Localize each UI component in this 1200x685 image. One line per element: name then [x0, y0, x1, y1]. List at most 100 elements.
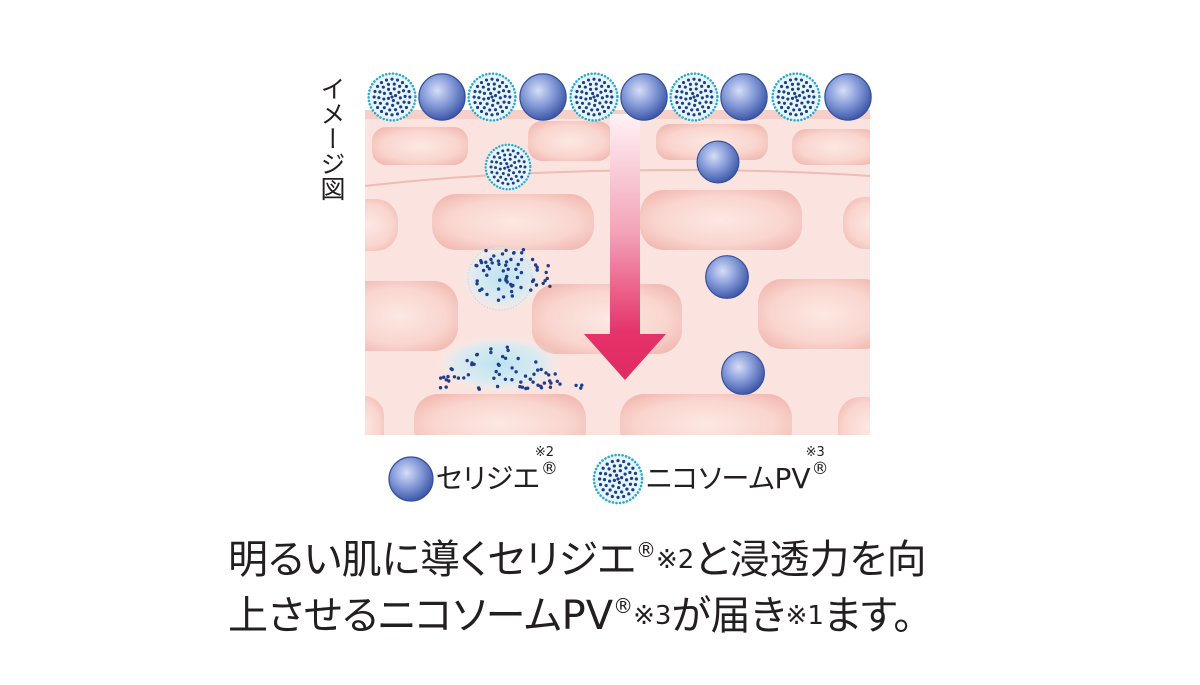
blue-sphere-icon — [388, 456, 434, 502]
released-component-dot — [497, 262, 501, 266]
released-component-dot — [480, 287, 484, 291]
released-component-dot — [544, 371, 548, 375]
skin-cell — [838, 397, 870, 435]
released-component-dot — [535, 268, 539, 272]
released-component-dot — [475, 282, 479, 286]
registered-mark: ® — [635, 538, 656, 562]
released-component-dot — [516, 262, 520, 267]
released-component-dot — [542, 381, 547, 385]
released-component-dot — [442, 375, 446, 379]
caption-text: ます。 — [823, 593, 913, 639]
released-component-dot — [444, 385, 448, 389]
released-component-dot — [501, 295, 506, 299]
released-component-dot — [519, 257, 524, 262]
released-component-dot — [498, 278, 502, 282]
image-label: イメージ図 — [317, 76, 346, 201]
released-component-dot — [579, 386, 583, 390]
released-component-dot — [510, 294, 514, 298]
released-component-dot — [523, 374, 528, 378]
released-component-dot — [531, 380, 535, 384]
released-component-dot — [497, 363, 501, 367]
caption-text: 上させるニコソームPV — [228, 593, 614, 639]
caption-text: と浸透力を向 — [694, 537, 927, 583]
arrow-shaft — [610, 114, 640, 338]
caption: 明るい肌に導くセリジエ®※2と浸透力を向 上させるニコソームPV®※3が届き※1… — [228, 522, 926, 639]
caption-line-1: 明るい肌に導くセリジエ®※2と浸透力を向 — [228, 522, 926, 583]
released-component-dot — [497, 372, 501, 377]
released-component-dot — [474, 263, 478, 268]
nicosome-particle — [668, 71, 720, 123]
legend-mark: ※2 ® — [535, 446, 560, 506]
skin-cell — [620, 394, 792, 435]
skin-cell — [365, 281, 458, 351]
nicosome-particle — [366, 71, 418, 123]
penetration-arrow — [584, 114, 666, 380]
serijie-particle — [620, 73, 668, 121]
released-component-dot — [484, 260, 488, 264]
legend-item-nicosome: ニコソームPV ※3 ® — [591, 446, 831, 506]
released-component-dot — [504, 260, 509, 264]
released-component-dot — [466, 373, 471, 377]
nicosome-particle — [483, 142, 533, 192]
released-component-dot — [553, 372, 557, 376]
released-component-dot — [492, 376, 496, 380]
released-component-dot — [514, 370, 518, 374]
footnote-marker: ※2 — [534, 445, 555, 460]
released-component-dot — [501, 269, 505, 273]
skin-cell — [792, 129, 870, 165]
released-component-dot — [546, 264, 550, 268]
released-component-dot — [514, 267, 518, 271]
released-component-dot — [492, 254, 496, 258]
released-component-dot — [489, 350, 493, 355]
legend-item-serijie: セリジエ ※2 ® — [387, 446, 560, 506]
skin-cell — [640, 190, 802, 250]
nicosome-particle-icon — [591, 452, 645, 506]
released-component-dot — [511, 283, 515, 288]
released-component-dot — [509, 289, 514, 294]
nicosome-particle — [568, 71, 620, 123]
released-component-dot — [516, 356, 520, 361]
released-component-dot — [533, 263, 538, 267]
footnote-marker: ※3 — [633, 601, 672, 631]
registered-mark: ® — [540, 459, 558, 479]
released-component-dot — [438, 386, 443, 390]
released-component-dot — [481, 268, 486, 273]
released-component-dot — [487, 267, 492, 271]
released-component-dot — [529, 288, 533, 292]
released-component-dot — [526, 386, 530, 390]
released-component-dot — [490, 261, 494, 265]
caption-text: 明るい肌に導くセリジエ — [228, 537, 636, 583]
skin-cell — [528, 121, 612, 161]
released-component-dot — [470, 361, 474, 365]
epidermis-cells — [365, 190, 870, 435]
released-component-dot — [495, 384, 500, 389]
released-component-dot — [465, 358, 469, 363]
serijie-particle — [824, 73, 872, 121]
released-component-dot — [504, 263, 508, 267]
released-component-dot — [503, 356, 508, 360]
released-component-dot — [545, 276, 549, 281]
skin-cell — [432, 194, 594, 250]
released-component-dot — [485, 292, 489, 297]
legend-mark: ※3 ® — [806, 446, 831, 506]
released-component-dot — [574, 383, 578, 388]
footnote-marker: ※2 — [655, 545, 695, 575]
released-component-dot — [462, 376, 466, 380]
serijie-particle — [418, 73, 466, 121]
released-component-dot — [536, 383, 540, 387]
released-component-dot — [539, 367, 543, 372]
caption-text: が届き — [671, 593, 786, 639]
caption-line-2: 上させるニコソームPV®※3が届き※1ます。 — [228, 578, 926, 639]
skin-cell — [365, 396, 384, 435]
released-component-dot — [515, 275, 520, 280]
released-component-dot — [558, 382, 562, 386]
released-component-dot — [512, 251, 516, 255]
released-component-dot — [532, 372, 536, 376]
legend-label: ニコソームPV — [646, 462, 811, 495]
skin-cell — [843, 197, 870, 249]
released-component-dot — [520, 251, 524, 255]
released-component-dot — [548, 385, 553, 389]
released-component-dot — [489, 347, 493, 351]
footnote-marker: ※3 — [805, 445, 825, 460]
released-component-dot — [521, 248, 526, 252]
